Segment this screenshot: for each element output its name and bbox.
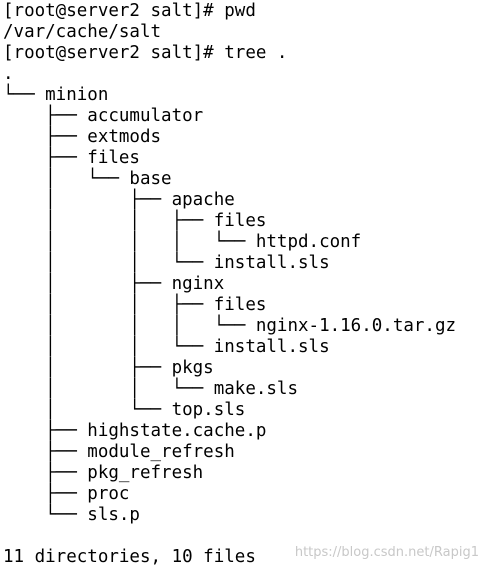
tree-line: │ │ │ └── httpd.conf	[3, 232, 362, 252]
tree-line: │ ├── apache	[3, 190, 235, 210]
tree-line: ├── files	[3, 148, 140, 168]
terminal-line-prompt-pwd: [root@server2 salt]# pwd	[3, 1, 256, 21]
tree-line: │ ├── nginx	[3, 274, 225, 294]
tree-line: ├── highstate.cache.p	[3, 421, 267, 441]
tree-line: │ └── top.sls	[3, 400, 246, 420]
tree-line: └── minion	[3, 85, 109, 105]
tree-line: │ │ └── install.sls	[3, 253, 330, 273]
tree-line: ├── extmods	[3, 127, 162, 147]
terminal-line-pwd-output: /var/cache/salt	[3, 22, 162, 42]
terminal-line-prompt-tree: [root@server2 salt]# tree .	[3, 43, 288, 63]
tree-line: ├── accumulator	[3, 106, 204, 126]
watermark-text: https://blog.csdn.net/Rapig1	[294, 545, 479, 560]
tree-line: .	[3, 64, 14, 84]
tree-line: ├── pkg_refresh	[3, 463, 204, 483]
tree-line: │ │ ├── files	[3, 211, 267, 231]
tree-line: ├── module_refresh	[3, 442, 235, 462]
blank-line	[3, 526, 483, 547]
tree-line: │ │ └── make.sls	[3, 379, 299, 399]
tree-line: │ │ ├── files	[3, 295, 267, 315]
tree-line: │ │ └── install.sls	[3, 337, 330, 357]
tree-line: │ └── base	[3, 169, 172, 189]
tree-line: ├── proc	[3, 484, 130, 504]
tree-line: │ ├── pkgs	[3, 358, 214, 378]
tree-summary: 11 directories, 10 files	[3, 547, 256, 567]
tree-line: └── sls.p	[3, 505, 140, 525]
tree-line: │ │ │ └── nginx-1.16.0.tar.gz	[3, 316, 457, 336]
